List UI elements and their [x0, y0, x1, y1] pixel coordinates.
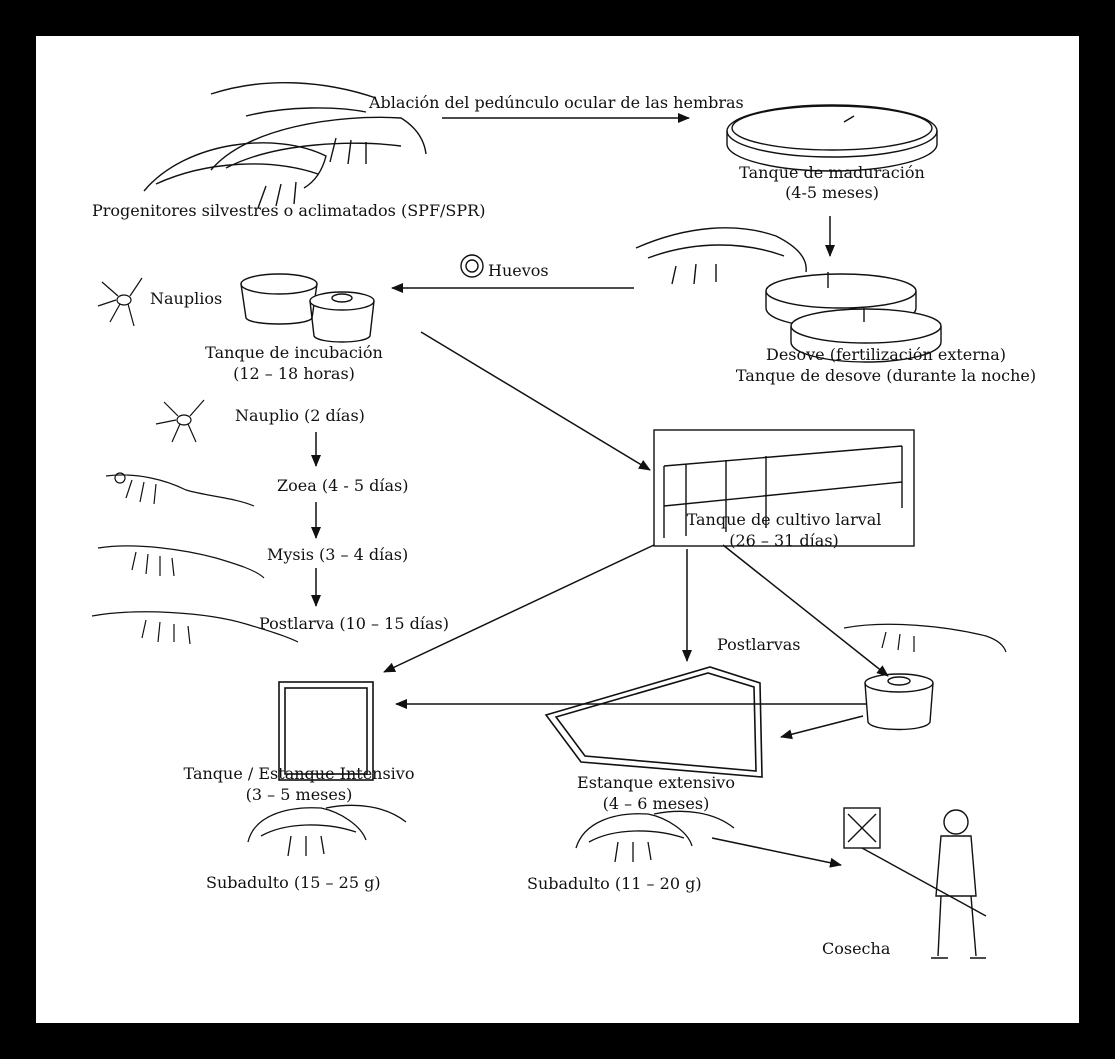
arrow-larval-to-intensive [383, 544, 655, 673]
label-maturation-time: (4-5 meses) [785, 183, 879, 202]
label-intensive-pond: Tanque / Estanque Intensivo [184, 764, 415, 783]
shrimp-culture-cycle-diagram: Ablación del pedúnculo ocular de las hem… [91, 81, 1036, 959]
mysis-icon [97, 545, 265, 579]
label-extensive-pond: Estanque extensivo [577, 773, 735, 792]
diagram-labels: Ablación del pedúnculo ocular de las hem… [92, 93, 1036, 958]
label-subadult-extensive: Subadulto (11 – 20 g) [527, 874, 702, 893]
label-nauplio: Nauplio (2 días) [235, 406, 365, 425]
label-mysis: Mysis (3 – 4 días) [267, 545, 408, 564]
label-extensive-time: (4 – 6 meses) [603, 794, 710, 813]
harvest-worker-icon [843, 807, 987, 959]
label-incubation-tank: Tanque de incubación [205, 343, 383, 362]
eggs-icon [460, 254, 484, 278]
nauplio-icon [155, 399, 205, 443]
label-nauplii: Nauplios [150, 289, 222, 308]
label-incubation-time: (12 – 18 horas) [233, 364, 355, 383]
label-maturation-tank: Tanque de maduración [739, 163, 925, 182]
label-postlarva: Postlarva (10 – 15 días) [259, 614, 449, 633]
subadult-extensive-shrimp-icon [575, 810, 735, 863]
label-spawning: Desove (fertilización externa) [766, 345, 1006, 364]
subadult-intensive-shrimp-icon [247, 804, 407, 857]
label-intensive-time: (3 – 5 meses) [246, 785, 353, 804]
label-postlarvae: Postlarvas [717, 635, 800, 654]
label-ablation: Ablación del pedúnculo ocular de las hem… [368, 93, 744, 112]
flow-arrows [311, 113, 889, 868]
arrow-bucket-to-extensive [780, 715, 864, 740]
broodstock-shrimp-icon [143, 81, 427, 209]
label-eggs: Huevos [488, 261, 549, 280]
diagram-panel: Ablación del pedúnculo ocular de las hem… [36, 36, 1079, 1023]
label-spawning-tank: Tanque de desove (durante la noche) [736, 366, 1036, 385]
label-subadult-intensive: Subadulto (15 – 25 g) [206, 873, 381, 892]
arrow-subadult-to-harvest [711, 837, 842, 868]
label-broodstock: Progenitores silvestres o aclimatados (S… [92, 201, 485, 220]
intensive-pond-icon [278, 681, 374, 781]
nauplii-icon [97, 277, 143, 327]
spawning-shrimp-icon [635, 227, 807, 285]
arrow-larval-to-postlarvae-bucket [722, 544, 889, 677]
zoea-icon [105, 472, 255, 507]
larval-culture-tank-icon [653, 429, 915, 547]
label-harvest: Cosecha [822, 939, 891, 958]
label-zoea: Zoea (4 - 5 días) [277, 476, 408, 495]
incubation-tank-icon [240, 273, 375, 343]
extensive-pond-icon [544, 666, 763, 778]
maturation-tank-icon [726, 104, 938, 172]
label-larval-time: (26 – 31 días) [729, 531, 839, 550]
label-larval-tank: Tanque de cultivo larval [687, 510, 882, 529]
arrow-incubation-to-larval [420, 331, 651, 471]
postlarva-icon [91, 611, 299, 645]
spawning-tank-icon [765, 272, 942, 363]
postlarvae-shrimp-icon [843, 623, 1007, 653]
postlarvae-bucket-icon [864, 673, 934, 731]
